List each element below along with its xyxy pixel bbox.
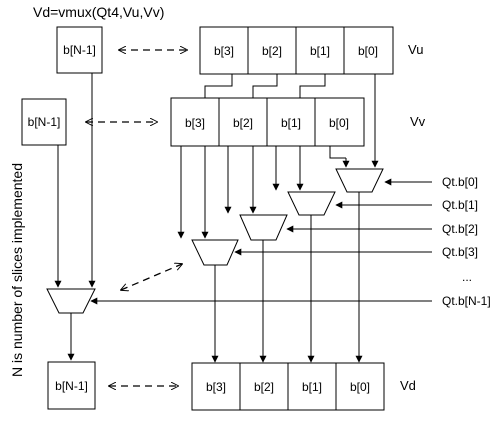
vd-name: Vd: [400, 378, 416, 393]
title: Vd=vmux(Qt4,Vu,Vv): [33, 4, 164, 20]
vv-cell-b0: [314, 97, 365, 147]
vu-cell-b0-label: b[0]: [358, 44, 378, 58]
vv-far-cell-label: b[N-1]: [28, 115, 61, 129]
vd-cell-b1-label: b[1]: [302, 380, 322, 394]
mux-b0: [335, 168, 384, 193]
vu-cell-b0: [343, 26, 394, 75]
vv-name: Vv: [410, 114, 426, 129]
mux-ellipsis-arrow: [121, 264, 182, 290]
vv-cell-b2: [218, 97, 268, 147]
mux-b1: [287, 191, 336, 216]
vv-cell-b2-label: b[2]: [233, 116, 253, 130]
vu-name: Vu: [408, 42, 423, 57]
vv-far-cell: [21, 98, 67, 146]
side-note: N is number of slices implemented: [9, 163, 25, 377]
vu-cell-b1-label: b[1]: [310, 44, 330, 58]
vv-cell-b0-label: b[0]: [329, 116, 349, 130]
vd-cell-b1: [287, 362, 337, 411]
vv-cell-b1: [266, 97, 316, 147]
vd-register: b[N-1] b[3] b[2] b[1] b[0] Vd: [47, 361, 416, 411]
vd-cell-b0-label: b[0]: [350, 380, 370, 394]
vv-cell-b1-label: b[1]: [281, 116, 301, 130]
qt-bit-3: Qt.b[3]: [442, 245, 478, 259]
vv-wires: [54, 145, 350, 288]
mux-bN-1: [46, 288, 96, 314]
mux-slices: [46, 168, 384, 314]
vu-cell-b3: [199, 26, 249, 75]
vv-register: b[N-1] b[3] b[2] b[1] b[0] Vv: [21, 97, 426, 147]
vd-cell-b2-label: b[2]: [254, 380, 274, 394]
mux-b3: [191, 239, 239, 266]
vd-far-cell: [47, 361, 96, 410]
vu-cell-b3-label: b[3]: [214, 44, 234, 58]
qt-bit-0: Qt.b[0]: [442, 175, 478, 189]
vu-cell-b2: [247, 26, 297, 75]
vv-cell-b3: [170, 97, 220, 147]
vd-far-cell-label: b[N-1]: [55, 379, 88, 393]
vd-cell-b0: [335, 362, 385, 411]
qt-bit-2: Qt.b[2]: [442, 222, 478, 236]
vu-far-cell: [56, 26, 103, 74]
vu-far-cell-label: b[N-1]: [63, 43, 96, 57]
vv-cell-b3-label: b[3]: [185, 116, 205, 130]
vu-wires: [88, 73, 379, 288]
mux-b2: [239, 214, 288, 241]
qt-select-lines: [90, 178, 432, 305]
vu-cell-b2-label: b[2]: [262, 44, 282, 58]
qt-bit-n-1: Qt.b[N-1]: [442, 294, 491, 308]
qt-bit-1: Qt.b[1]: [442, 198, 478, 212]
vu-register: b[N-1] b[3] b[2] b[1] b[0] Vu: [56, 26, 423, 75]
qt-bit-ellipsis: ...: [462, 270, 472, 284]
mux-output-wires: [67, 192, 363, 363]
vd-cell-b3-label: b[3]: [206, 380, 226, 394]
